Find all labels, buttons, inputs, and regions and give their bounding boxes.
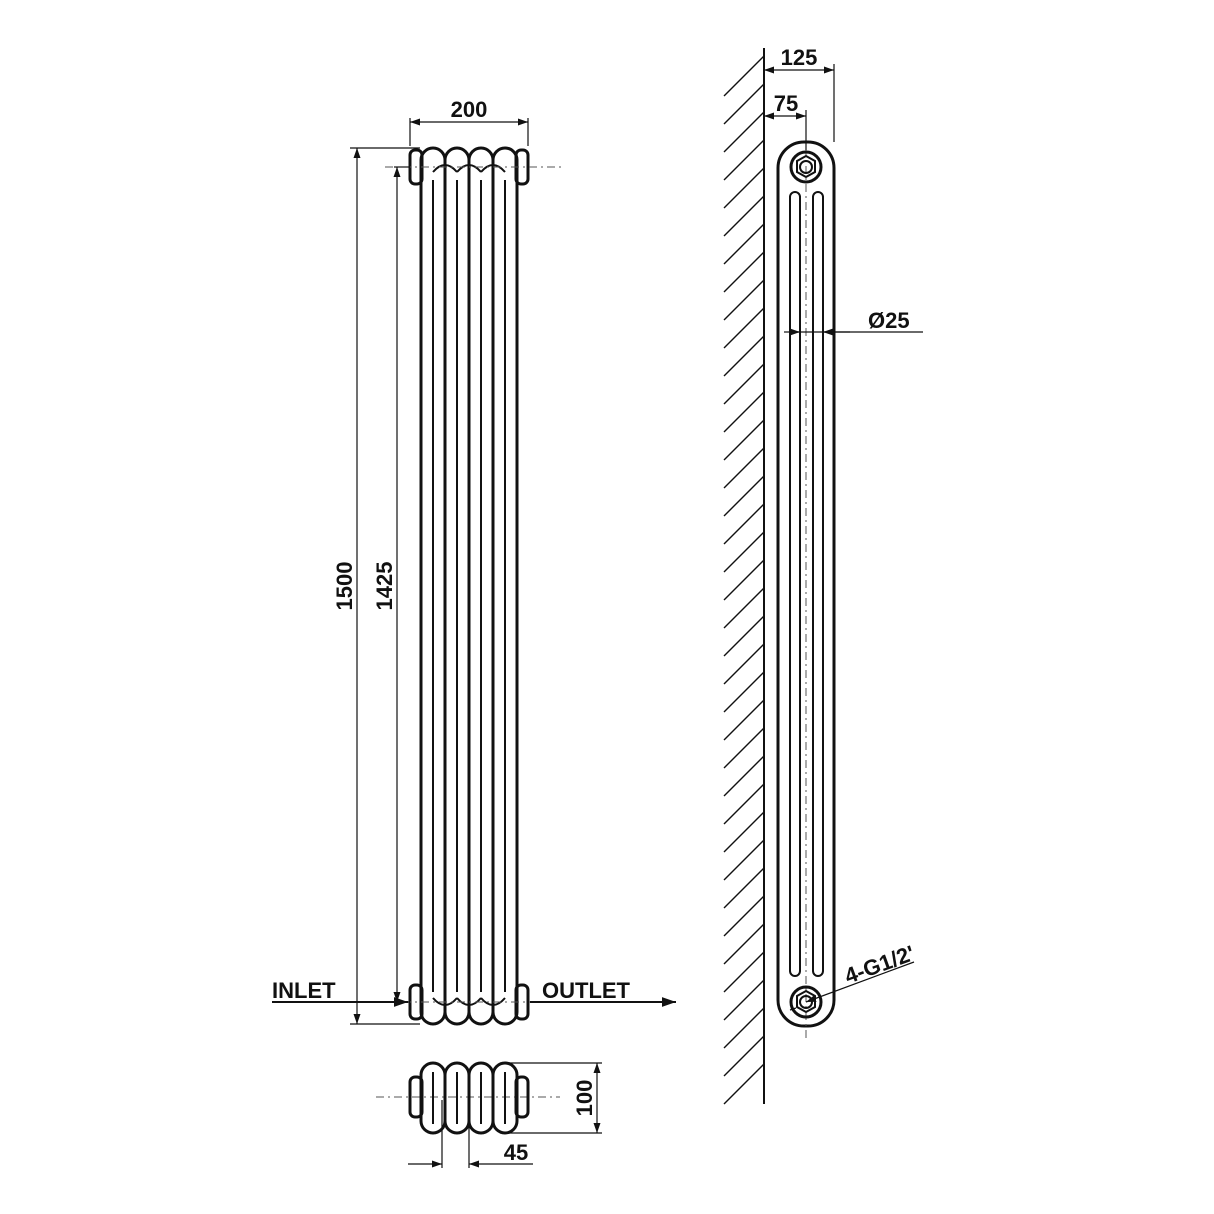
radiator-side-profile <box>776 112 836 1040</box>
wall-hatch-line <box>723 727 765 769</box>
depth-dimension: 100 <box>500 1062 602 1134</box>
wall-hatch-line <box>723 419 765 461</box>
depth-label: 100 <box>572 1080 597 1117</box>
wall-hatch-line <box>723 895 765 937</box>
wall-hatch-line <box>723 699 765 741</box>
height-dimension: 1500 <box>332 147 420 1025</box>
outlet-label: OUTLET <box>542 978 631 1003</box>
wall-hatch-line <box>723 643 765 685</box>
wall-hatch-line <box>723 615 765 657</box>
wall-hatch-line <box>723 251 765 293</box>
projection-label: 125 <box>781 45 818 70</box>
wall-hatch-line <box>723 447 765 489</box>
wall-hatch-line <box>723 979 765 1021</box>
front-view: 200 1500 1425 INLET OUTLET <box>272 97 676 1026</box>
axis-label: 75 <box>774 91 798 116</box>
wall-hatch-line <box>723 223 765 265</box>
top-connection-icon <box>789 150 823 184</box>
inlet-arrow: INLET <box>272 978 408 1007</box>
radiator-columns <box>419 146 519 1026</box>
height-label: 1500 <box>332 562 357 611</box>
connection-callout: 4-G1/2' <box>789 940 918 1011</box>
wall-hatch-line <box>723 1007 765 1049</box>
wall-hatch-line <box>723 279 765 321</box>
wall-hatch-line <box>723 671 765 713</box>
wall <box>723 48 765 1105</box>
tube-dimension: Ø25 <box>784 308 923 336</box>
wall-hatch-line <box>723 139 765 181</box>
tube-label: Ø25 <box>868 308 910 333</box>
wall-hatch-line <box>723 951 765 993</box>
projection-dimension: 125 <box>764 45 835 142</box>
wall-hatch-line <box>723 783 765 825</box>
inlet-label: INLET <box>272 978 336 1003</box>
wall-hatch-line <box>723 503 765 545</box>
wall-hatch-line <box>723 111 765 153</box>
centers-dimension: 1425 <box>372 166 410 1003</box>
wall-hatch-line <box>723 335 765 377</box>
wall-hatch-line <box>723 923 765 965</box>
outlet-arrow: OUTLET <box>530 978 676 1007</box>
width-label: 200 <box>451 97 488 122</box>
wall-hatch-line <box>723 391 765 433</box>
wall-hatch-line <box>723 195 765 237</box>
wall-hatch-line <box>723 559 765 601</box>
wall-hatch-line <box>723 839 765 881</box>
pitch-label: 45 <box>504 1140 528 1165</box>
width-dimension: 200 <box>409 97 529 146</box>
centers-label: 1425 <box>372 562 397 611</box>
wall-hatch-line <box>723 755 765 797</box>
top-view: 100 45 <box>376 1061 602 1168</box>
wall-hatch-line <box>723 83 765 125</box>
wall-hatch-line <box>723 867 765 909</box>
wall-hatch-line <box>723 587 765 629</box>
wall-hatch-line <box>723 363 765 405</box>
wall-hatch-line <box>723 55 765 97</box>
axis-dimension: 75 <box>764 91 807 150</box>
connection-label: 4-G1/2' <box>841 940 918 988</box>
wall-hatch-line <box>723 811 765 853</box>
pitch-dimension: 45 <box>408 1100 533 1168</box>
wall-hatch-line <box>723 307 765 349</box>
wall-hatch-line <box>723 167 765 209</box>
side-view: 125 75 Ø25 4-G1/2' <box>723 45 923 1105</box>
wall-hatch-line <box>723 1063 765 1105</box>
wall-hatch-line <box>723 1035 765 1077</box>
wall-hatch-line <box>723 475 765 517</box>
wall-hatch-line <box>723 531 765 573</box>
